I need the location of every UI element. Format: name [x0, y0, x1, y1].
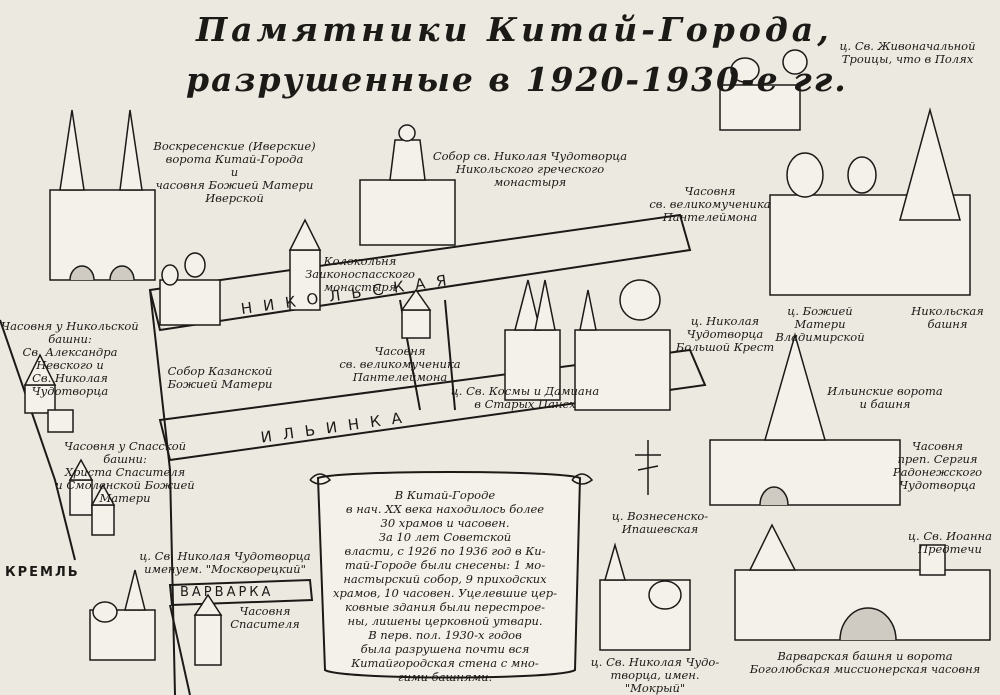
label-voskresenskie: Воскресенские (Иверские) ворота Китай-Го…	[153, 139, 316, 205]
map-title-line1: Памятники Китай-Города,	[196, 10, 833, 49]
label-voznesenko: ц. Вознесенско- Ипашевская	[611, 509, 709, 536]
label-kolokolnya: Колокольня Заиконоспасского монастыря	[305, 254, 415, 294]
cross-icon	[635, 440, 661, 495]
kreml-label: КРЕМЛЬ	[5, 565, 80, 580]
street-varvarka: ВАРВАРКА	[180, 585, 274, 600]
buildings	[23, 49, 991, 666]
map-title-line2: разрушенные в 1920-1930-е гг.	[186, 60, 848, 99]
label-panteleimona-top: Часовня св. великомученика Пантелеймона	[649, 184, 771, 224]
sobor-nikolaya-icon	[359, 124, 456, 246]
troitsy-church-icon	[719, 49, 808, 131]
label-chasovnya-spasskoy: Часовня у Спасской башни: Христа Спасите…	[55, 439, 195, 505]
label-vladimirskoy: ц. Божией Матери Владимирской	[775, 304, 865, 344]
ilinskie-gates-icon	[709, 332, 901, 506]
label-ioanna: ц. Св. Иоанна Предтечи	[908, 529, 992, 556]
varvarskaya-gates-icon	[734, 523, 991, 641]
voskresenskie-gates-icon	[49, 109, 156, 281]
panteleimona-chapel-icon	[400, 288, 432, 339]
kolokolnya-icon	[288, 218, 322, 311]
spasitelya-chapel-icon	[193, 593, 223, 666]
label-ilinskie: Ильинские ворота и башня	[827, 384, 943, 411]
label-mokriy: ц. Св. Николая Чудо- творца, имен. "Мокр…	[590, 655, 720, 695]
mokriy-church-icon	[599, 542, 691, 651]
moskvoretskiy-church-icon	[89, 569, 156, 661]
scroll-text: В Китай-Городе в нач. XX века находилось…	[332, 488, 557, 684]
label-kosmy: ц. Св. Космы и Дамиана в Старых Панех	[450, 384, 600, 411]
label-chasovnya-nikolskoy: Часовня у Никольской башни: Св. Александ…	[1, 319, 139, 398]
label-sergiya: Часовня преп. Сергия Радонежского Чудотв…	[892, 439, 983, 492]
kazanskoy-sobor-icon	[159, 252, 221, 326]
label-zhivonachalnoy: ц. Св. Живоначальной Троицы, что в Полях	[839, 39, 976, 66]
label-bolshoy-krest: ц. Николая Чудотворца Большой Крест	[675, 314, 775, 354]
kosmy-church-icon	[504, 279, 561, 401]
label-panteleimona-mid: Часовня св. великомученика Пантелеймона	[339, 344, 461, 384]
label-moskvoretskiy: ц. Св. Николая Чудотворца именуем. "Моск…	[139, 549, 311, 576]
bolshoy-krest-icon	[574, 279, 671, 411]
label-kazanskoy: Собор Казанской Божией Матери	[167, 364, 273, 391]
label-sobor-nikolaya: Собор св. Николая Чудотворца Никольского…	[432, 149, 628, 189]
nikolskaya-chapel-icon	[23, 353, 74, 433]
spasskaya-chapels-icon	[68, 458, 116, 536]
label-varvarskaya: Варварская башня и ворота Боголюбская ми…	[749, 649, 981, 676]
vladimirskoy-nikolskaya-icon	[769, 107, 971, 296]
info-scroll	[309, 471, 594, 679]
label-nikolskaya-bashnya: Никольская башня	[911, 304, 984, 331]
label-spasitelya: Часовня Спасителя	[230, 604, 300, 631]
